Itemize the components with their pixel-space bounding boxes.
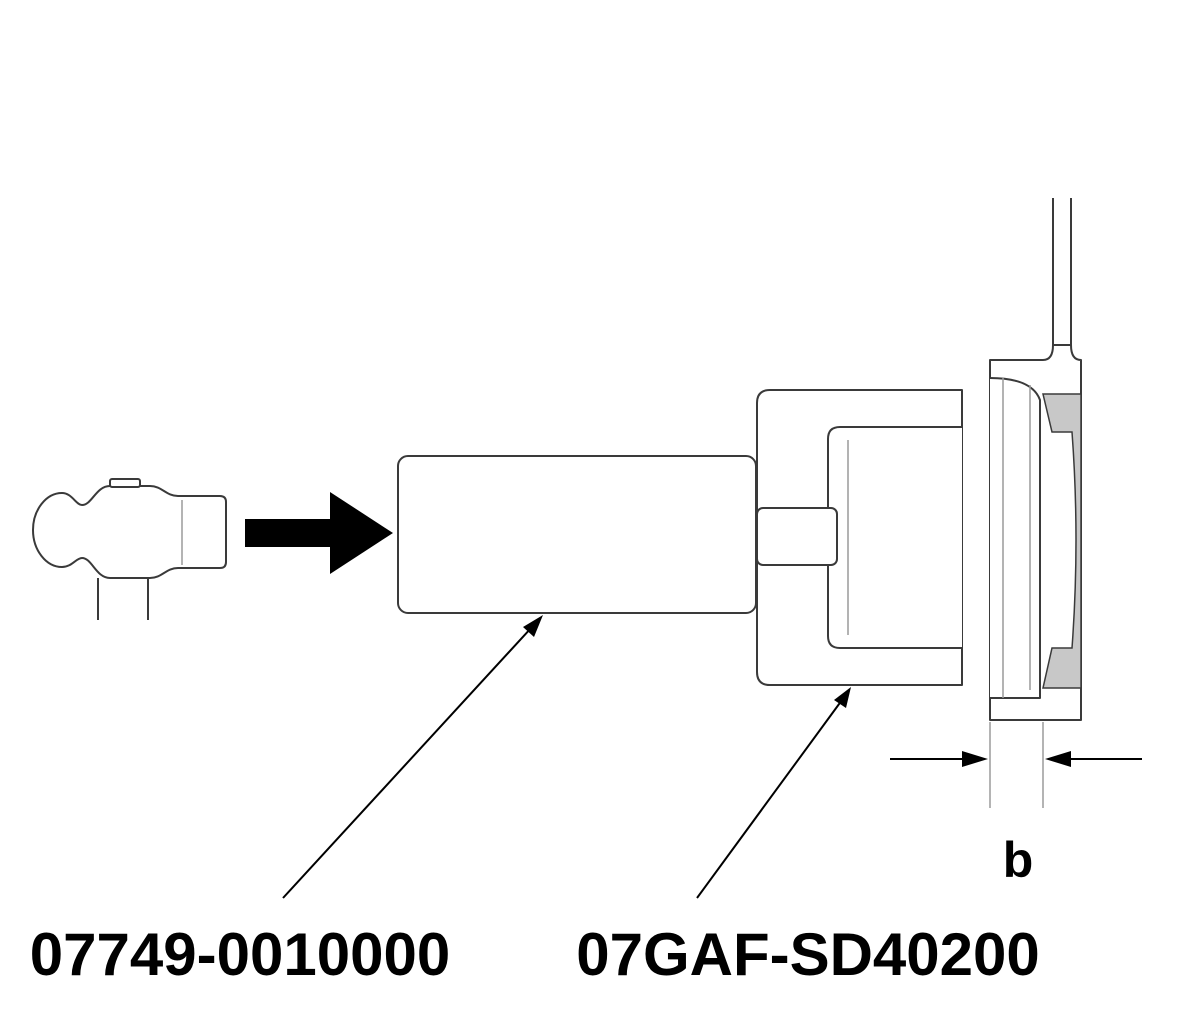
driver-body: [397, 455, 757, 614]
leader-attachment: [696, 687, 851, 899]
dimension-b: [890, 722, 1142, 808]
dimension-label: b: [1003, 832, 1034, 888]
attachment-tool: [756, 389, 963, 686]
seal: [1042, 393, 1082, 689]
housing: [989, 198, 1082, 721]
attachment-tool-label: 07GAF-SD40200: [576, 921, 1040, 988]
direction-arrow-icon: [245, 492, 393, 574]
hammer-icon: [32, 478, 227, 620]
leader-driver: [282, 615, 543, 899]
driver-tool-label: 07749-0010000: [30, 921, 450, 988]
